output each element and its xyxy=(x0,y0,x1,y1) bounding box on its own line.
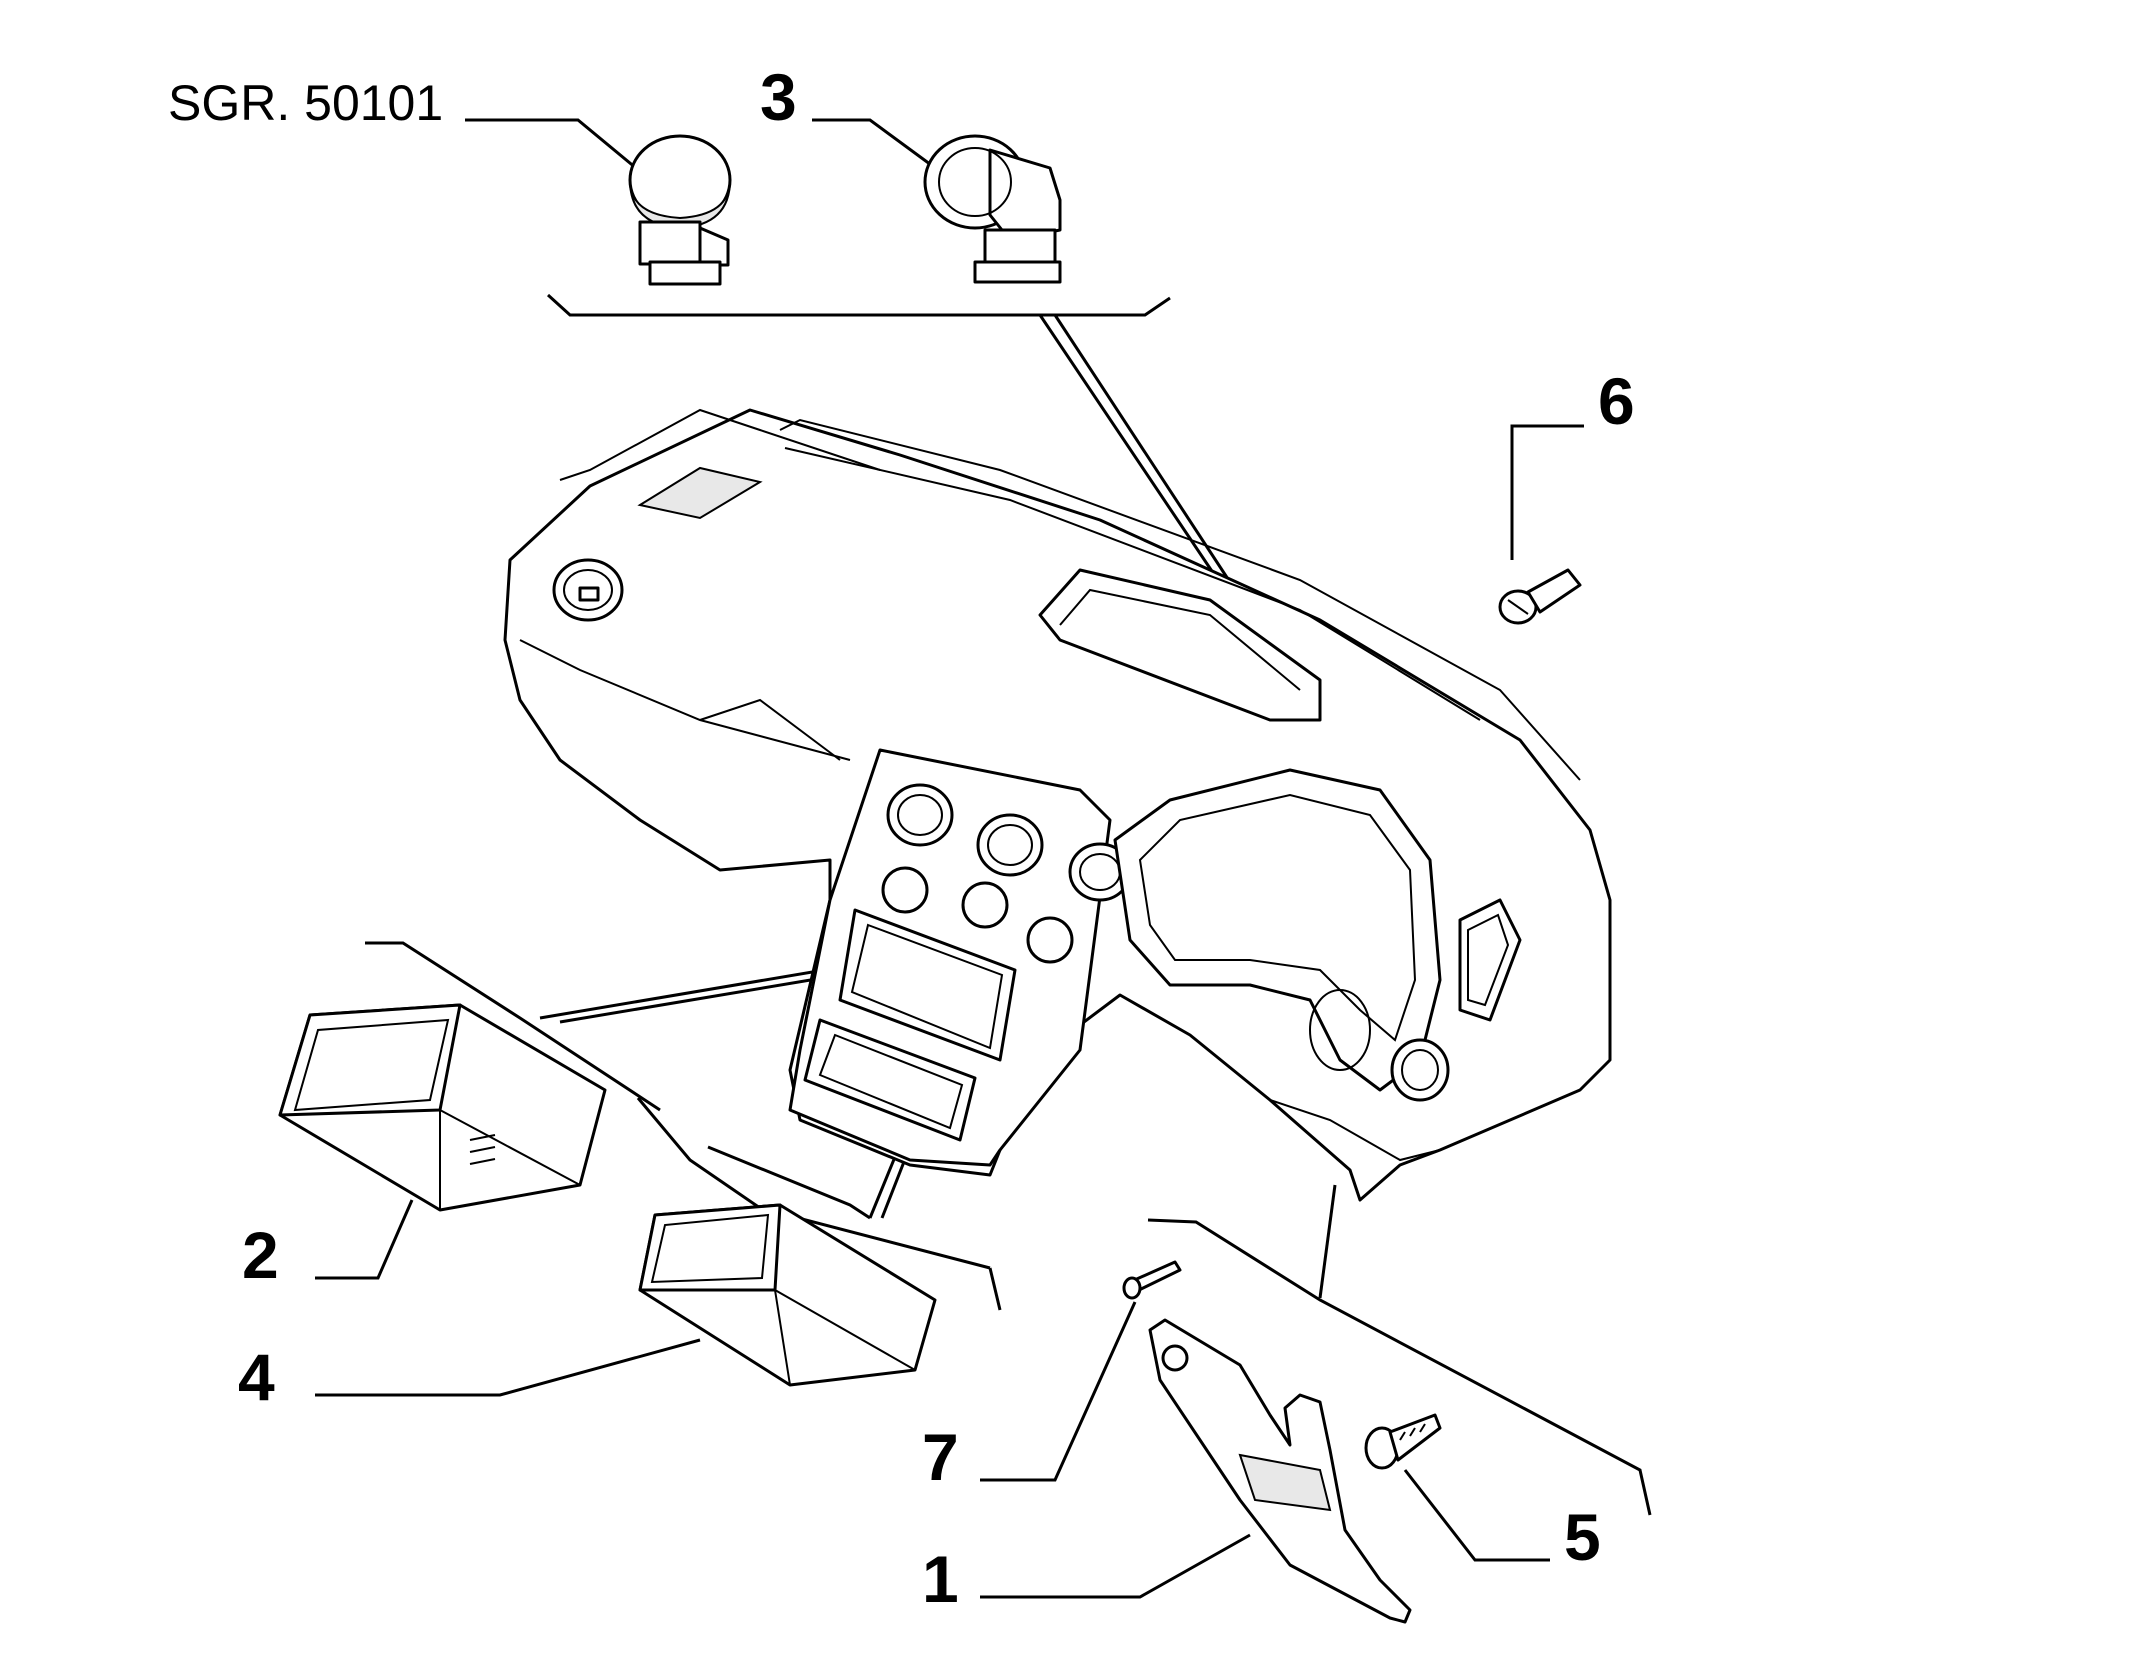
round-vent-sgr xyxy=(628,134,732,286)
lower-panel-part-1 xyxy=(1148,1318,1412,1624)
storage-box-part-4 xyxy=(638,1203,937,1387)
callout-2: 2 xyxy=(242,1218,279,1292)
pin-part-7 xyxy=(1122,1260,1182,1300)
callout-5: 5 xyxy=(1564,1500,1601,1574)
dashboard-assembly xyxy=(503,408,1612,1202)
storage-box-part-2 xyxy=(278,1003,607,1212)
callout-6: 6 xyxy=(1598,364,1635,438)
screw-part-5 xyxy=(1364,1413,1442,1470)
callout-7: 7 xyxy=(922,1420,959,1494)
screw-part-6 xyxy=(1498,568,1582,625)
callout-3: 3 xyxy=(760,60,797,134)
callout-1: 1 xyxy=(922,1542,959,1616)
callout-4: 4 xyxy=(238,1340,275,1414)
angled-vent-part-3 xyxy=(923,134,1062,284)
reference-label: SGR. 50101 xyxy=(168,75,443,131)
